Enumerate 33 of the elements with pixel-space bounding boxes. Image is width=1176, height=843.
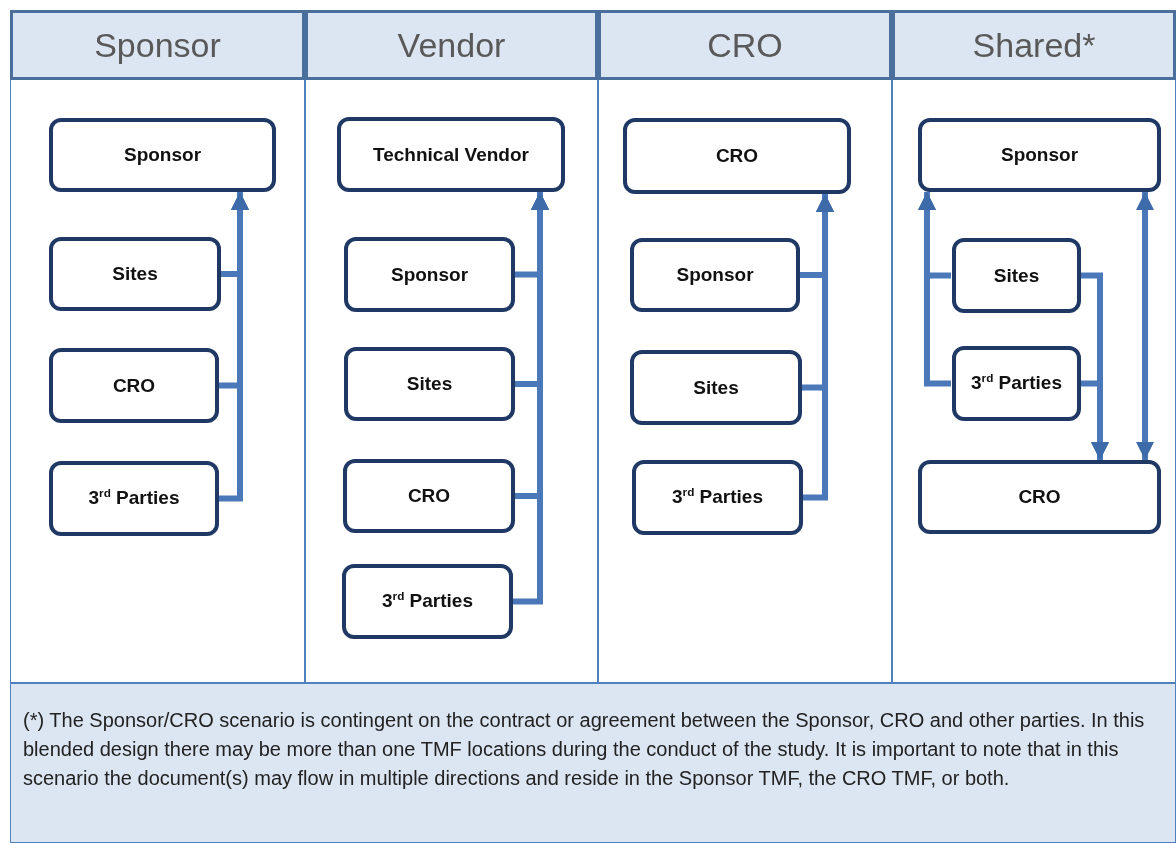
flow-arrow: [512, 192, 549, 605]
entity-box: Sponsor: [918, 118, 1161, 192]
entity-box: 3$^{rd}$ Parties: [952, 346, 1081, 421]
entity-box: Sites: [49, 237, 221, 311]
column-panel: [598, 10, 892, 683]
flow-arrow: [218, 192, 249, 502]
footnote-panel: [10, 683, 1176, 843]
column-header: Sponsor: [10, 10, 305, 80]
entity-box: Sponsor: [49, 118, 276, 192]
entity-box: 3$^{rd}$ Parties: [342, 564, 513, 639]
entity-box: 3$^{rd}$ Parties: [49, 461, 219, 536]
flow-arrow: [1080, 380, 1109, 460]
entity-box: CRO: [623, 118, 851, 194]
flow-arrow: [1136, 192, 1154, 460]
entity-box: Sites: [630, 350, 802, 425]
entity-box: CRO: [49, 348, 219, 423]
entity-box: CRO: [343, 459, 515, 533]
entity-box: CRO: [918, 460, 1161, 534]
entity-box: Sites: [344, 347, 515, 421]
flow-arrow: [918, 192, 951, 387]
footnote-text: (*) The Sponsor/CRO scenario is contingent on the contract or agreement between the Sponsor, CRO and other parties. In this blended design there may be more than one TMF locations during the conduct of the study. It is important to note that in this scenario the document(s) may flow in multiple directions and reside in the Sponsor TMF, the CRO TMF, or both.: [23, 708, 1146, 791]
entity-box: Sites: [952, 238, 1081, 313]
entity-box: Technical Vendor: [337, 117, 565, 192]
entity-box: Sponsor: [630, 238, 800, 312]
column-panel: [305, 10, 598, 683]
column-header: CRO: [598, 10, 892, 80]
column-panel: [892, 10, 1176, 683]
column-header: Shared*: [892, 10, 1176, 80]
column-panel: [10, 10, 305, 683]
entity-box: Sponsor: [344, 237, 515, 312]
column-header: Vendor: [305, 10, 598, 80]
entity-box: 3$^{rd}$ Parties: [632, 460, 803, 535]
flow-arrow: [802, 194, 834, 501]
